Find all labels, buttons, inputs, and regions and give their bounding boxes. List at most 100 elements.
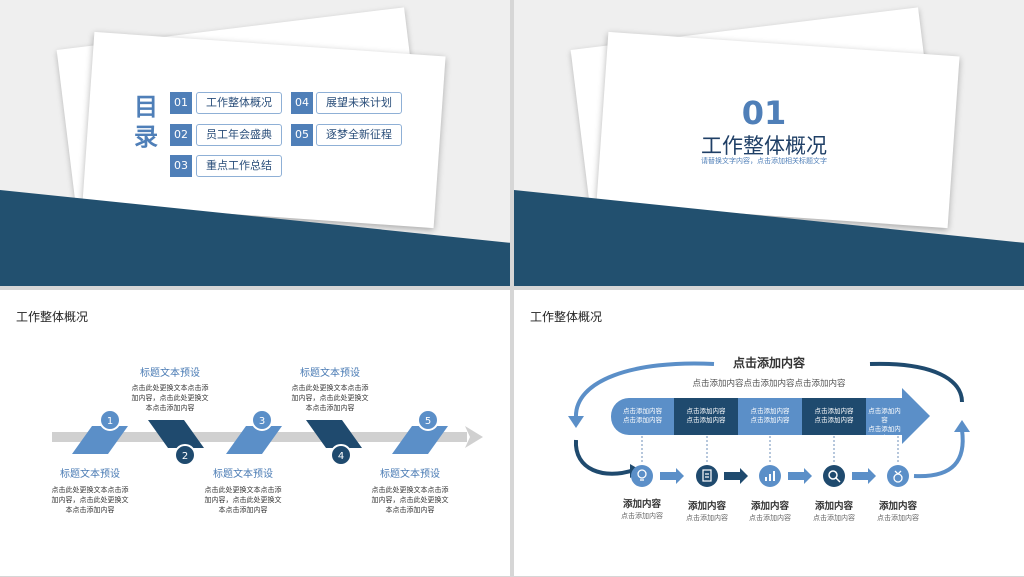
desc-line: 本点击添加内容 (218, 506, 268, 514)
desc-line: 加内容，点击此处更换文 (204, 496, 282, 504)
toc-title: 目 录 (132, 92, 160, 152)
step-arrow (724, 468, 748, 484)
step-title: 标题文本预设 (60, 469, 120, 480)
process-title: 点击添加内容 (732, 356, 805, 370)
band-line: 点击添加内容 (868, 407, 901, 424)
band-line: 点击添加内容 (686, 416, 726, 424)
step-number: 1 (107, 416, 113, 427)
step-title: 标题文本预设 (213, 469, 273, 480)
section-subtitle: 请替换文字内容，点击添加相关标题文字 (701, 157, 827, 165)
cycle-arc-bottom (573, 439, 635, 476)
step-title: 标题文本预设 (380, 469, 440, 480)
toc-item-3[interactable]: 重点工作总结 (196, 155, 282, 177)
band-cell: 点击添加内容点击添加内容 (674, 398, 738, 435)
step-desc: 点击此处更换文本点击添 加内容，点击此处更换文 本点击添加内容 (193, 485, 293, 515)
chart-icon (765, 471, 775, 481)
band-line: 点击添加内容 (623, 416, 662, 424)
cycle-arc-top (573, 361, 715, 419)
lightbulb-icon (637, 469, 647, 481)
band-line: 点击添加内容 (623, 407, 662, 415)
slide-timeline[interactable]: 工作整体概况 1 2 3 4 5 标题文本预设 点击此处更换文本点击添 加内容，… (0, 290, 510, 576)
step-shape (148, 420, 204, 448)
step-marker-2 (174, 444, 196, 466)
band-line: 点击添加内容 (750, 416, 790, 424)
node-circle (887, 465, 909, 487)
toc-item-5[interactable]: 逐梦全新征程 (316, 124, 402, 146)
step-desc: 点击此处更换文本点击添 加内容，点击此处更换文 本点击添加内容 (120, 383, 220, 413)
step-shape (226, 426, 282, 454)
step-desc: 点击此处更换文本点击添 加内容，点击此处更换文 本点击添加内容 (360, 485, 460, 515)
toc-number: 02 (170, 124, 192, 146)
search-icon (828, 470, 841, 483)
step-marker-4 (330, 444, 352, 466)
step-shape (306, 420, 362, 448)
step-shape (392, 426, 448, 454)
cycle-arc-bottom (913, 429, 965, 479)
node-title: 添加内容 (750, 501, 789, 512)
cycle-graphic (568, 361, 970, 487)
step-shape (72, 426, 128, 454)
node-subtitle: 点击添加内容 (877, 514, 919, 522)
node-title: 添加内容 (687, 501, 726, 512)
slide-toc[interactable]: 目 录 01 工作整体概况 02 员工年会盛典 03 重点工作总结 04 展望未… (0, 0, 510, 286)
node-circle (696, 465, 718, 487)
slide-section[interactable]: 01 工作整体概况 请替换文字内容，点击添加相关标题文字 (514, 0, 1024, 286)
desc-line: 点击此处更换文本点击添 (371, 486, 449, 494)
toc-item-2[interactable]: 员工年会盛典 (196, 124, 282, 146)
step-title: 标题文本预设 (300, 368, 360, 379)
timeline-arrow-head (465, 426, 483, 448)
band-line: 点击添加内容 (868, 425, 901, 442)
arrow-head (568, 416, 584, 428)
step-marker-3 (251, 409, 273, 431)
process-subtitle: 点击添加内容点击添加内容点击添加内容 (692, 379, 846, 389)
band-cell: 点击添加内容点击添加内容 (738, 398, 802, 435)
desc-line: 加内容，点击此处更换文 (51, 496, 129, 504)
step-desc: 点击此处更换文本点击添 加内容，点击此处更换文 本点击添加内容 (280, 383, 380, 413)
step-marker-1 (99, 409, 121, 431)
document-icon (702, 469, 712, 482)
desc-line: 本点击添加内容 (145, 404, 195, 412)
node-title: 添加内容 (814, 501, 853, 512)
slide-process[interactable]: 工作整体概况 (514, 290, 1024, 576)
step-number: 2 (182, 451, 188, 462)
desc-line: 点击此处更换文本点击添 (51, 486, 129, 494)
step-arrow (852, 468, 876, 484)
toc-item-1[interactable]: 工作整体概况 (196, 92, 282, 114)
desc-line: 加内容，点击此处更换文 (291, 394, 369, 402)
band-line: 点击添加内容 (814, 416, 854, 424)
desc-line: 本点击添加内容 (65, 506, 115, 514)
desc-line: 点击此处更换文本点击添 (131, 384, 209, 392)
node-subtitle: 点击添加内容 (813, 514, 855, 522)
toc-number: 04 (291, 92, 313, 114)
band-cell: 点击添加内容点击添加内容 (802, 398, 866, 435)
node-title: 添加内容 (878, 501, 917, 512)
step-title: 标题文本预设 (140, 368, 200, 379)
band-line: 点击添加内容 (814, 407, 854, 415)
band-line: 点击添加内容 (750, 407, 790, 415)
band-arrow-head (902, 388, 930, 444)
band-cell: 点击添加内容点击添加内容 (611, 398, 674, 435)
desc-line: 本点击添加内容 (385, 506, 435, 514)
toc-number: 01 (170, 92, 192, 114)
medal-icon (893, 470, 903, 483)
step-desc: 点击此处更换文本点击添 加内容，点击此处更换文 本点击添加内容 (40, 485, 140, 515)
section-number: 01 (741, 94, 787, 132)
node-circle (631, 465, 653, 487)
node-subtitle: 点击添加内容 (621, 512, 663, 520)
step-number: 4 (338, 451, 344, 462)
band-cell: 点击添加内容点击添加内容 (866, 398, 903, 442)
slide-heading: 工作整体概况 (16, 310, 89, 324)
slide-heading: 工作整体概况 (530, 310, 603, 324)
desc-line: 加内容，点击此处更换文 (131, 394, 209, 402)
timeline-graphic: 1 2 3 4 5 (52, 409, 483, 466)
toc-title-char: 录 (134, 123, 158, 151)
band-line: 点击添加内容 (686, 407, 726, 415)
cycle-arc-top (869, 361, 964, 403)
step-number: 5 (425, 416, 431, 427)
toc-number: 03 (170, 155, 192, 177)
desc-line: 点击此处更换文本点击添 (291, 384, 369, 392)
toc-number: 05 (291, 124, 313, 146)
toc-item-4[interactable]: 展望未来计划 (316, 92, 402, 114)
node-subtitle: 点击添加内容 (749, 514, 791, 522)
step-number: 3 (259, 416, 265, 427)
